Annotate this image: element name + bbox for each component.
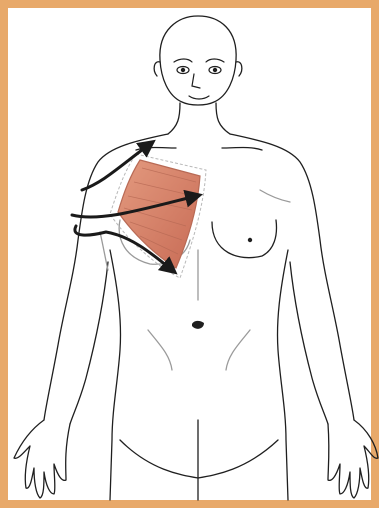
- left-brow: [174, 59, 192, 62]
- head-outline: [160, 16, 236, 105]
- right-arm-inner: [290, 262, 328, 424]
- left-pupil: [181, 68, 184, 71]
- right-brow: [206, 59, 224, 62]
- right-clavicle: [222, 148, 262, 151]
- neck-right: [216, 103, 230, 134]
- right-ear: [236, 62, 242, 76]
- nose: [192, 74, 200, 88]
- hips: [120, 440, 278, 478]
- right-hand: [328, 420, 378, 498]
- body-outline: [14, 16, 378, 500]
- left-hand: [14, 420, 70, 498]
- mouth: [189, 96, 209, 99]
- right-pupil: [213, 68, 216, 71]
- face: [174, 59, 224, 99]
- left-arm-inner: [70, 262, 108, 424]
- neck-left: [168, 103, 180, 134]
- left-ear: [154, 62, 160, 76]
- torso-right: [277, 250, 288, 500]
- abdomen-line-right: [226, 330, 250, 370]
- right-breast: [212, 220, 276, 258]
- biceps-line-left: [100, 232, 108, 270]
- nipple: [248, 238, 252, 242]
- torso-left: [110, 250, 121, 500]
- abdomen-line-left: [148, 330, 172, 370]
- deltoid-line-right: [260, 190, 290, 202]
- navel: [192, 321, 204, 329]
